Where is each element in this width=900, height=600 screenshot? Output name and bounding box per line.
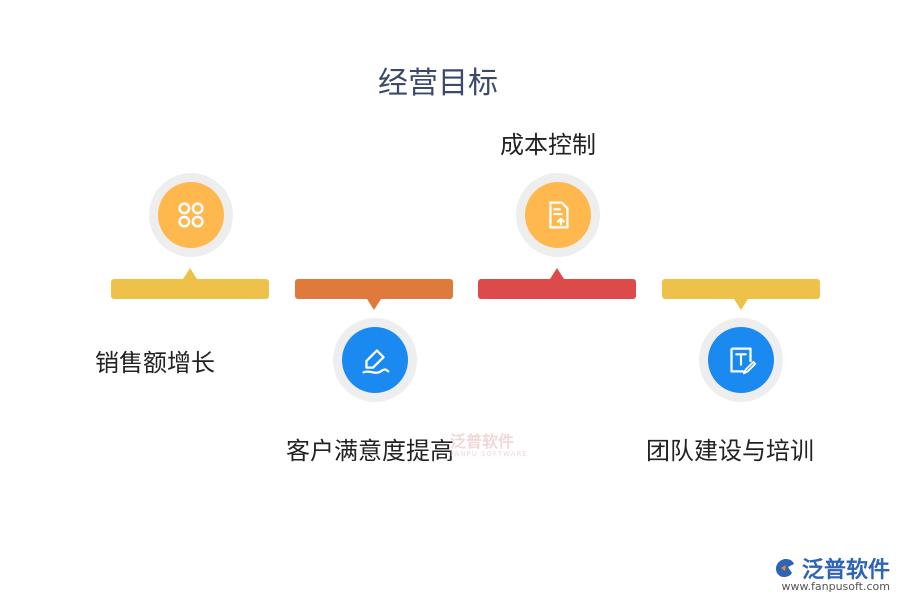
label-cost-control: 成本控制 bbox=[500, 131, 596, 159]
timeline-bar-4 bbox=[662, 279, 820, 299]
node-1-ring bbox=[149, 173, 233, 257]
pen-signature-icon bbox=[342, 327, 408, 393]
timeline-bar-2 bbox=[295, 279, 453, 299]
brand-url: www.fanpusoft.com bbox=[781, 580, 890, 593]
timeline-bar-3 bbox=[478, 279, 636, 299]
brand-logo: 泛普软件 bbox=[772, 552, 890, 584]
label-team-building: 团队建设与培训 bbox=[646, 437, 814, 465]
document-upload-icon bbox=[525, 182, 591, 248]
pointer-2 bbox=[367, 299, 381, 310]
text-edit-icon bbox=[708, 327, 774, 393]
brand-mark-icon bbox=[775, 559, 794, 577]
brand-name: 泛普软件 bbox=[801, 558, 890, 583]
watermark: 泛普软件 FANPU SOFTWARE bbox=[450, 432, 528, 458]
pointer-3 bbox=[550, 268, 564, 279]
node-3-ring bbox=[516, 173, 600, 257]
label-sales-growth: 销售额增长 bbox=[95, 349, 215, 377]
pointer-1 bbox=[183, 268, 197, 279]
four-circles-icon bbox=[158, 182, 224, 248]
node-2-ring bbox=[333, 318, 417, 402]
pointer-4 bbox=[734, 299, 748, 310]
page-title: 经营目标 bbox=[378, 66, 498, 101]
label-customer-satisfaction: 客户满意度提高 bbox=[286, 437, 454, 465]
node-4-ring bbox=[699, 318, 783, 402]
timeline-bar-1 bbox=[111, 279, 269, 299]
